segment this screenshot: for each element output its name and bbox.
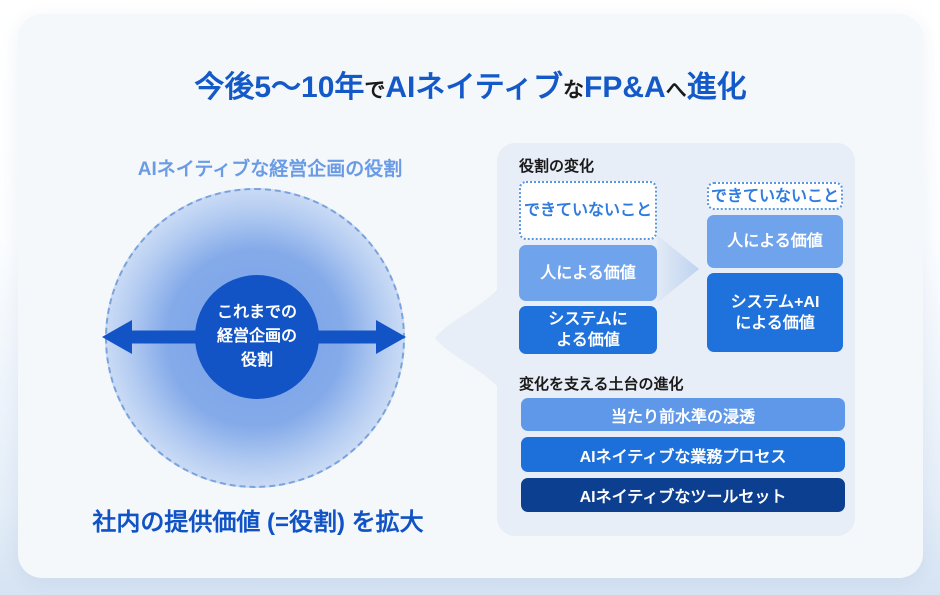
after-box-human-value-label: 人による価値 xyxy=(727,233,823,250)
foundation-bars: 当たり前水準の浸透 AIネイティブな業務プロセス AIネイティブなツールセット xyxy=(521,398,845,512)
title-part-connector-3: へ xyxy=(665,79,687,102)
after-box-not-achieved: できていないこと xyxy=(707,182,843,210)
current-role-circle: これまでの 経営企画の 役割 xyxy=(195,275,319,399)
after-box-system-ai-value: システム+AI による価値 xyxy=(707,273,843,352)
before-box-not-achieved-label: できていないこと xyxy=(523,202,652,219)
before-box-human-value: 人による価値 xyxy=(519,245,657,301)
title-part-evolution: 進化 xyxy=(686,71,747,104)
left-diagram-label: AIネイティブな経営企画の役割 xyxy=(137,159,403,180)
current-role-line-2: 経営企画の xyxy=(216,328,297,345)
foundation-bar-toolset: AIネイティブなツールセット xyxy=(521,478,845,512)
foundation-heading: 変化を支える土台の進化 xyxy=(519,376,684,393)
after-box-not-achieved-label: できていないこと xyxy=(710,187,839,205)
role-change-heading: 役割の変化 xyxy=(519,158,595,175)
before-box-system-value-label: システムに よる価値 xyxy=(548,311,628,349)
title-part-connector-1: で xyxy=(364,79,386,102)
current-role-line-3: 役割 xyxy=(240,352,273,369)
before-box-system-value: システムに よる価値 xyxy=(519,306,657,354)
foundation-bar-process: AIネイティブな業務プロセス xyxy=(521,437,845,472)
left-caption: 社内の提供価値 (=役割) を拡大 xyxy=(92,509,424,536)
page-title: 今後5〜10年でAIネイティブなFP&Aへ進化 xyxy=(18,66,923,111)
transition-arrow xyxy=(657,235,699,303)
foundation-bar-standard: 当たり前水準の浸透 xyxy=(521,398,845,431)
title-part-connector-2: な xyxy=(563,79,584,102)
before-box-not-achieved: できていないこと xyxy=(519,181,657,240)
before-column: できていないこと 人による価値 システムに よる価値 xyxy=(519,181,657,354)
main-card: 今後5〜10年でAIネイティブなFP&Aへ進化 AIネイティブな経営企画の役割 … xyxy=(18,14,923,578)
title-part-ai-native: AIネイティブ xyxy=(385,71,563,104)
after-box-human-value: 人による価値 xyxy=(707,215,843,268)
panel-tail-pointer xyxy=(435,288,499,388)
after-box-system-ai-value-label: システム+AI による価値 xyxy=(730,293,820,332)
current-role-line-1: これまでの xyxy=(216,304,297,321)
title-part-period: 今後5〜10年 xyxy=(194,71,365,104)
title-part-fpa: FP&A xyxy=(584,71,666,104)
right-panel: 役割の変化 できていないこと 人による価値 システムに よる価値 できていないこ… xyxy=(435,143,855,536)
after-column: できていないこと 人による価値 システム+AI による価値 xyxy=(707,182,843,352)
before-box-human-value-label: 人による価値 xyxy=(540,264,636,282)
